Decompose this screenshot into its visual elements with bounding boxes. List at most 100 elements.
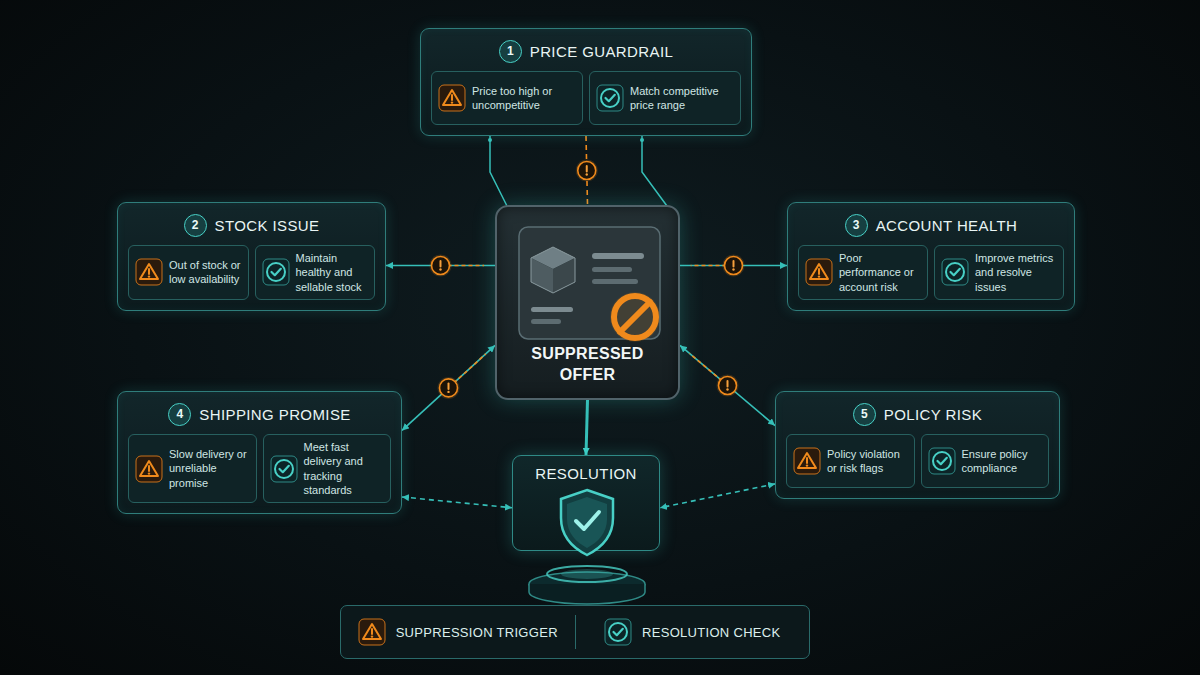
rect xyxy=(605,619,631,645)
category-card: 3ACCOUNT HEALTH Poor performance or accou… xyxy=(787,202,1075,311)
path xyxy=(937,458,946,464)
box-text: Maintain healthy and sellable stock xyxy=(296,251,369,294)
card-header: 5 POLICY RISK xyxy=(786,400,1049,428)
box-text: Improve metrics and resolve issues xyxy=(975,251,1057,294)
box-text: Out of stock or low availability xyxy=(169,258,242,287)
warning-icon xyxy=(135,258,163,286)
circle xyxy=(933,452,951,470)
circle xyxy=(946,263,964,281)
path xyxy=(271,269,280,275)
check-box: Maintain healthy and sellable stock xyxy=(255,245,376,300)
warning-icon xyxy=(793,447,821,475)
path xyxy=(371,629,373,634)
card-header: 3ACCOUNT HEALTH xyxy=(798,211,1064,239)
path xyxy=(818,269,820,274)
rect xyxy=(929,448,955,474)
card-row: Slow delivery or unreliable promise Meet … xyxy=(128,434,391,503)
callout-number: 1 xyxy=(499,40,522,63)
path xyxy=(798,453,816,468)
rect xyxy=(531,307,573,312)
box-text: Policy violation or risk flags xyxy=(827,447,908,476)
trigger-box: Poor performance or account risk xyxy=(798,245,928,300)
warning-badge xyxy=(576,160,598,182)
trigger-box: Out of stock or low availability xyxy=(128,245,249,300)
check-icon xyxy=(596,84,624,112)
rect xyxy=(359,619,385,645)
rect xyxy=(271,456,297,482)
circle xyxy=(717,374,739,396)
link-line xyxy=(642,133,667,206)
warning-badge xyxy=(430,254,452,276)
node-title: SUPPRESSED OFFER xyxy=(523,344,653,386)
path xyxy=(148,466,150,471)
box-text: Ensure policy compliance xyxy=(962,447,1043,476)
circle xyxy=(609,623,627,641)
box-text: Slow delivery or unreliable promise xyxy=(169,447,250,490)
path xyxy=(806,458,808,463)
node-title: RESOLUTION xyxy=(535,465,637,482)
category-card: 2STOCK ISSUE Out of stock or low availabi… xyxy=(117,202,386,311)
callout-number: 4 xyxy=(168,403,191,426)
box-text: Poor performance or account risk xyxy=(839,251,921,294)
suppressed-offer-box: SUPPRESSED OFFER xyxy=(495,205,680,400)
path xyxy=(576,512,599,529)
circle xyxy=(438,377,460,399)
resolution-box: RESOLUTION xyxy=(512,455,660,551)
connector xyxy=(402,345,495,430)
warning-badge xyxy=(717,374,739,396)
warning-icon xyxy=(805,258,833,286)
rect xyxy=(136,259,162,285)
rect xyxy=(263,259,289,285)
check-icon xyxy=(262,258,290,286)
connector xyxy=(586,136,588,205)
circle xyxy=(614,296,656,338)
circle xyxy=(447,391,449,393)
ellipse xyxy=(547,566,627,582)
connector xyxy=(660,484,775,508)
path xyxy=(140,264,158,279)
path xyxy=(279,465,288,471)
card-title: SHIPPING PROMISE xyxy=(199,406,350,423)
rect xyxy=(592,267,632,272)
card-title: POLICY RISK xyxy=(884,406,982,423)
warning-icon xyxy=(135,455,163,483)
check-icon xyxy=(928,447,956,475)
rect xyxy=(136,456,162,482)
rect xyxy=(439,85,465,111)
path xyxy=(586,166,588,172)
link-line xyxy=(490,133,507,206)
rect xyxy=(531,319,561,324)
check-box: Meet fast delivery and tracking standard… xyxy=(263,434,392,503)
check-box: Match competitive price range xyxy=(589,71,741,125)
connector xyxy=(402,497,512,508)
legend-text: RESOLUTION CHECK xyxy=(642,625,780,640)
category-card: 5 POLICY RISK Policy violation or risk fla… xyxy=(775,391,1060,499)
circle xyxy=(148,472,150,474)
rect xyxy=(942,259,968,285)
warning-badge xyxy=(438,377,460,399)
card-title: STOCK ISSUE xyxy=(215,217,320,234)
path xyxy=(531,247,575,293)
circle xyxy=(267,263,285,281)
circle xyxy=(726,388,728,390)
circle xyxy=(725,256,743,274)
path xyxy=(363,624,381,639)
path xyxy=(620,302,650,332)
ellipse xyxy=(561,569,613,579)
check-icon xyxy=(941,258,969,286)
connector xyxy=(680,345,775,425)
card-header: 2STOCK ISSUE xyxy=(128,211,375,239)
card-title: ACCOUNT HEALTH xyxy=(876,217,1018,234)
card-header: 1PRICE GUARDRAIL xyxy=(431,37,741,65)
circle xyxy=(148,276,150,278)
path xyxy=(606,95,615,101)
circle xyxy=(275,460,293,478)
callout-number: 5 xyxy=(853,403,876,426)
legend-warning-icon xyxy=(358,618,386,646)
path xyxy=(443,90,461,105)
circle xyxy=(806,464,808,466)
circle xyxy=(432,256,450,274)
check-box: Improve metrics and resolve issues xyxy=(934,245,1064,300)
path xyxy=(440,261,442,267)
